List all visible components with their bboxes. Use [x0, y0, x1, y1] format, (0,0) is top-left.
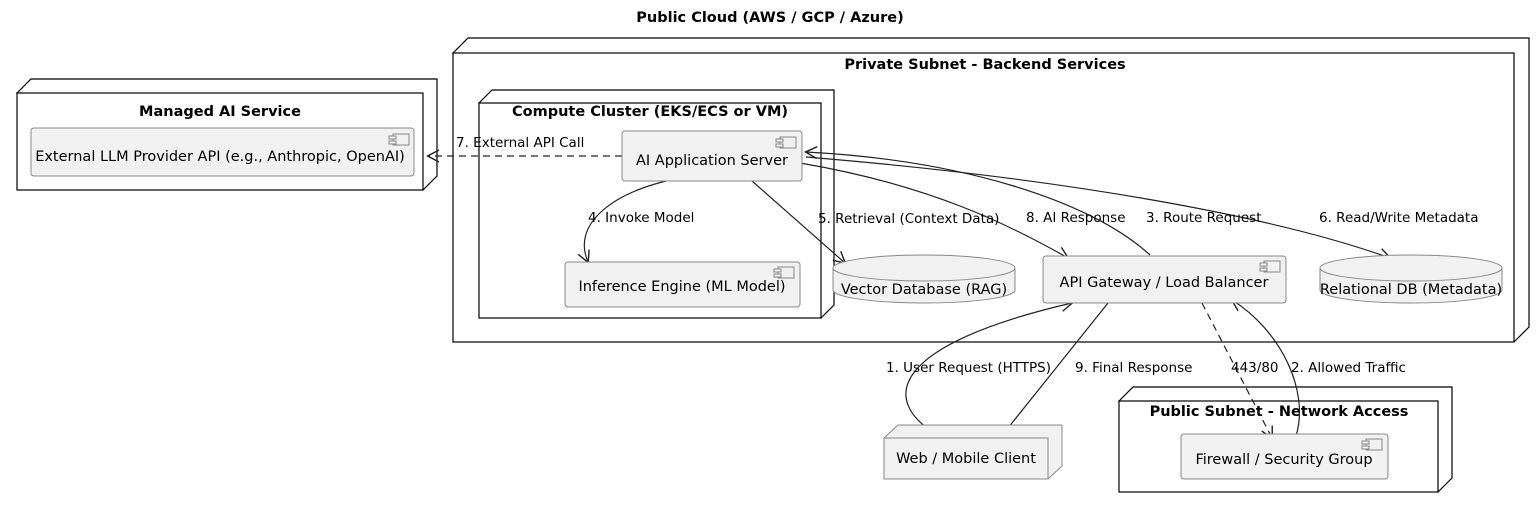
component-api-gateway[interactable]: API Gateway / Load Balancer: [1042, 255, 1287, 304]
edge-2-allowed-traffic: [1232, 300, 1300, 437]
edge-label-4: 4. Invoke Model: [588, 210, 694, 226]
edge-label-3: 3. Route Request: [1146, 210, 1262, 226]
vector-db-label: Vector Database (RAG): [841, 282, 1007, 298]
edge-5-retrieval: [751, 180, 845, 263]
api-gateway-label: API Gateway / Load Balancer: [1060, 275, 1269, 291]
edge-443-80: [1201, 302, 1272, 438]
node-web-client[interactable]: Web / Mobile Client: [882, 424, 1063, 480]
edge-label-9: 9. Final Response: [1075, 360, 1192, 376]
edge-label-2: 2. Allowed Traffic: [1291, 360, 1406, 376]
component-icon: [388, 133, 410, 146]
component-icon: [1259, 260, 1281, 273]
firewall-label: Firewall / Security Group: [1195, 452, 1372, 468]
edge-6-read-write-metadata: [805, 156, 1390, 258]
component-inference-engine[interactable]: Inference Engine (ML Model): [564, 261, 801, 308]
edge-9-final-response: [1000, 302, 1109, 438]
private-subnet-title: Private Subnet - Backend Services: [844, 57, 1125, 73]
edge-label-1: 1. User Request (HTTPS): [886, 360, 1051, 376]
component-ai-app-server[interactable]: AI Application Server: [621, 130, 803, 182]
web-client-label: Web / Mobile Client: [896, 451, 1036, 467]
edge-label-443-80: 443/80: [1231, 360, 1279, 376]
managed-ai-service-title: Managed AI Service: [139, 104, 301, 120]
database-vector-db[interactable]: Vector Database (RAG): [832, 254, 1016, 304]
component-icon: [1361, 438, 1383, 451]
edge-8-ai-response: [799, 162, 1068, 258]
public-subnet-title: Public Subnet - Network Access: [1150, 404, 1409, 420]
external-llm-label: External LLM Provider API (e.g., Anthrop…: [35, 149, 405, 165]
ai-app-server-label: AI Application Server: [636, 153, 788, 169]
component-firewall[interactable]: Firewall / Security Group: [1180, 433, 1389, 480]
edge-label-6: 6. Read/Write Metadata: [1319, 210, 1479, 226]
relational-db-label: Relational DB (Metadata): [1320, 282, 1502, 298]
component-icon: [775, 136, 797, 149]
edge-label-5: 5. Retrieval (Context Data): [818, 211, 999, 227]
edge-label-8: 8. AI Response: [1026, 210, 1126, 226]
edge-3-route-request: [806, 152, 1151, 256]
edge-label-7: 7. External API Call: [456, 135, 584, 151]
edge-4-invoke-model: [584, 180, 667, 262]
database-relational-db[interactable]: Relational DB (Metadata): [1319, 254, 1503, 304]
inference-engine-label: Inference Engine (ML Model): [578, 279, 785, 295]
compute-cluster-title: Compute Cluster (EKS/ECS or VM): [512, 104, 788, 120]
page-title: Public Cloud (AWS / GCP / Azure): [636, 10, 903, 26]
component-icon: [773, 266, 795, 279]
edge-1-user-request: [905, 303, 1072, 435]
component-external-llm[interactable]: External LLM Provider API (e.g., Anthrop…: [30, 127, 415, 177]
